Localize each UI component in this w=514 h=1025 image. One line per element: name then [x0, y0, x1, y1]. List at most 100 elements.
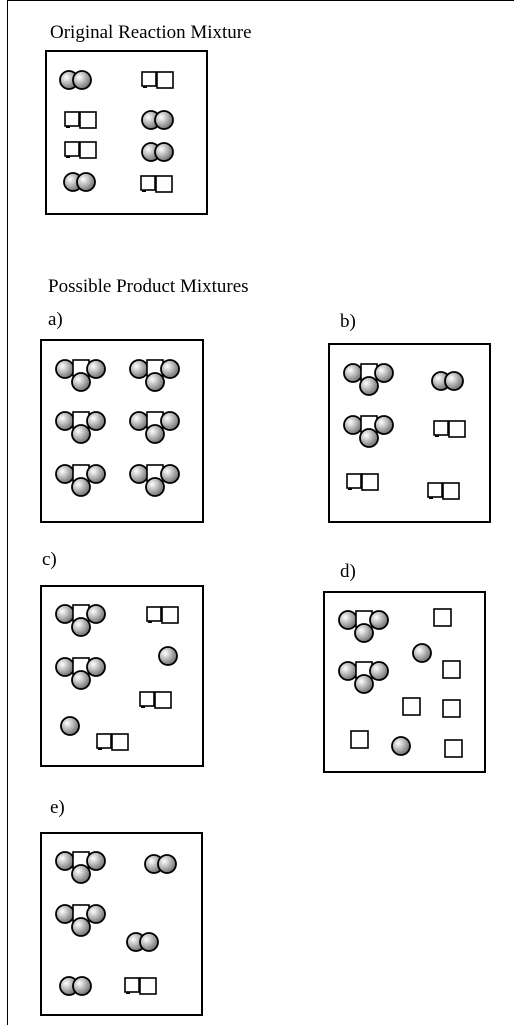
- sphere-atom: [343, 363, 363, 383]
- sphere-atom: [55, 411, 75, 431]
- sphere-pair-molecule: [431, 371, 464, 391]
- sphere-pair-molecule: [144, 854, 177, 874]
- sphere-atom: [391, 736, 411, 756]
- square-atom: [346, 473, 362, 489]
- square-atom: [154, 691, 172, 709]
- product-molecule: [55, 411, 106, 444]
- sphere-pair-molecule: [126, 932, 159, 952]
- sphere-atom: [71, 372, 91, 392]
- square-pair-molecule: [146, 606, 179, 624]
- square-atom: [140, 175, 156, 191]
- sphere-atom: [444, 371, 464, 391]
- sphere-atom: [55, 904, 75, 924]
- sphere-atom: [343, 415, 363, 435]
- square-atom: [433, 420, 449, 436]
- square-pair-molecule: [64, 141, 97, 159]
- product-molecule: [129, 359, 180, 392]
- sphere-atom: [160, 359, 180, 379]
- sphere-atom: [55, 464, 75, 484]
- product-molecule: [55, 851, 106, 884]
- sphere-atom: [86, 411, 106, 431]
- sphere-atom: [76, 172, 96, 192]
- square-atom: [141, 71, 157, 87]
- option-b-label: b): [340, 311, 356, 332]
- square-atom: [146, 606, 162, 622]
- square-pair-molecule: [433, 420, 466, 438]
- square-atom: [350, 730, 369, 749]
- sphere-atom: [60, 716, 80, 736]
- square-atom: [124, 977, 140, 993]
- square-atom: [79, 111, 97, 129]
- product-molecule: [343, 363, 394, 396]
- square-pair-molecule: [140, 175, 173, 193]
- square-pair-molecule: [96, 733, 129, 751]
- square-atom: [139, 691, 155, 707]
- sphere-atom: [55, 657, 75, 677]
- square-atom: [433, 608, 452, 627]
- sphere-atom: [359, 376, 379, 396]
- square-atom: [161, 606, 179, 624]
- sphere-atom: [86, 904, 106, 924]
- sphere-atom: [129, 411, 149, 431]
- sphere-atom: [71, 917, 91, 937]
- square-atom: [442, 660, 461, 679]
- square-pair-molecule: [427, 482, 460, 500]
- sphere-atom: [86, 359, 106, 379]
- square-pair-molecule: [346, 473, 379, 491]
- sphere-atom: [145, 372, 165, 392]
- square-atom: [64, 141, 80, 157]
- square-atom: [156, 71, 174, 89]
- sphere-atom: [160, 464, 180, 484]
- option-a-label: a): [48, 309, 63, 330]
- square-atom: [139, 977, 157, 995]
- product-molecule: [129, 464, 180, 497]
- sphere-atom: [86, 604, 106, 624]
- sphere-atom: [145, 424, 165, 444]
- sphere-atom: [55, 851, 75, 871]
- product-molecule: [55, 904, 106, 937]
- sphere-atom: [71, 617, 91, 637]
- product-molecule: [338, 610, 389, 643]
- product-molecule: [55, 464, 106, 497]
- square-atom: [96, 733, 112, 749]
- square-pair-molecule: [64, 111, 97, 129]
- sphere-atom: [158, 646, 178, 666]
- sphere-atom: [129, 359, 149, 379]
- sphere-atom: [160, 411, 180, 431]
- square-atom: [155, 175, 173, 193]
- sphere-pair-molecule: [59, 70, 92, 90]
- sphere-atom: [338, 610, 358, 630]
- sphere-pair-molecule: [63, 172, 96, 192]
- sphere-atom: [71, 424, 91, 444]
- option-c-label: c): [42, 549, 57, 570]
- sphere-atom: [369, 610, 389, 630]
- sphere-atom: [55, 359, 75, 379]
- option-e-label: e): [50, 797, 65, 818]
- sphere-pair-molecule: [141, 110, 174, 130]
- option-d-label: d): [340, 561, 356, 582]
- sphere-atom: [72, 70, 92, 90]
- square-atom: [361, 473, 379, 491]
- sphere-atom: [374, 363, 394, 383]
- sphere-atom: [412, 643, 432, 663]
- square-atom: [427, 482, 443, 498]
- sphere-atom: [72, 976, 92, 996]
- sphere-atom: [129, 464, 149, 484]
- sphere-atom: [86, 851, 106, 871]
- sphere-atom: [139, 932, 159, 952]
- sphere-atom: [71, 670, 91, 690]
- square-atom: [64, 111, 80, 127]
- square-pair-molecule: [141, 71, 174, 89]
- sphere-atom: [338, 661, 358, 681]
- sphere-atom: [71, 864, 91, 884]
- product-molecule: [129, 411, 180, 444]
- square-atom: [448, 420, 466, 438]
- sphere-pair-molecule: [59, 976, 92, 996]
- sphere-atom: [374, 415, 394, 435]
- sphere-atom: [71, 477, 91, 497]
- page-border: [7, 0, 514, 1025]
- square-atom: [79, 141, 97, 159]
- product-molecule: [55, 359, 106, 392]
- square-pair-molecule: [139, 691, 172, 709]
